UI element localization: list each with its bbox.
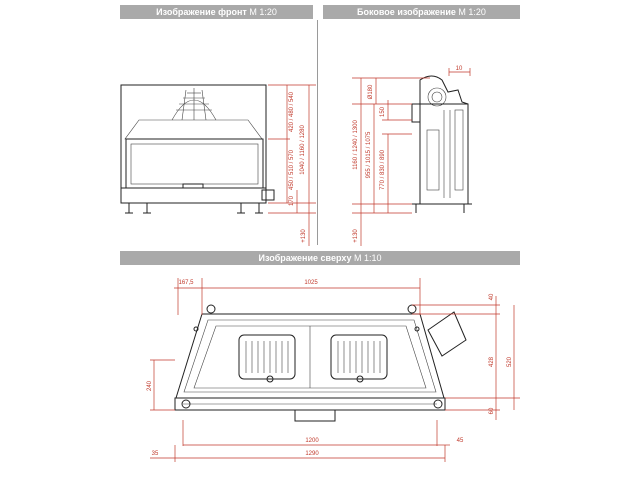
side-dim-flange: 150 bbox=[380, 106, 386, 117]
top-dim-total-depth: 520 bbox=[507, 356, 513, 367]
top-bolt bbox=[206, 304, 216, 314]
top-dim-left-edge: 35 bbox=[152, 451, 159, 457]
side-dim-height-lower: 770 / 830 / 890 bbox=[380, 149, 386, 190]
top-view-scale: М 1:10 bbox=[353, 253, 382, 263]
top-view-drawing: 167,5 1025 40 428 520 240 60 1200 45 35 … bbox=[147, 278, 520, 462]
side-flange bbox=[411, 103, 421, 123]
front-glass-door bbox=[125, 138, 264, 189]
top-handle bbox=[294, 409, 336, 422]
side-dim-extension: +130 bbox=[353, 229, 359, 243]
top-dim-front-depth: 60 bbox=[489, 407, 495, 414]
front-dim-extension: +130 bbox=[301, 229, 307, 243]
top-bolt bbox=[433, 399, 443, 409]
front-base bbox=[120, 187, 267, 204]
side-dome bbox=[427, 87, 447, 107]
top-dim-left-offset: 167,5 bbox=[178, 280, 194, 286]
side-view-title: Боковое изображение bbox=[357, 7, 456, 17]
front-dim-height-hood: 420 / 480 / 540 bbox=[289, 91, 295, 132]
side-flue-top bbox=[419, 75, 469, 204]
top-view-title: Изображение сверху bbox=[258, 253, 352, 263]
top-dim-back-width: 1025 bbox=[304, 280, 318, 286]
top-firebox bbox=[193, 325, 427, 389]
side-dim-flue-diameter: Ø180 bbox=[368, 84, 374, 99]
front-handle bbox=[182, 183, 204, 189]
front-hood bbox=[124, 119, 263, 140]
side-view-drawing: 10 Ø180 150 1160 / 1240 / 1300 955 / 101… bbox=[352, 66, 472, 246]
top-dim-total-width: 1290 bbox=[305, 451, 319, 457]
front-view-title: Изображение фронт bbox=[156, 7, 247, 17]
top-side-connector bbox=[427, 311, 467, 357]
top-dim-inner-depth: 428 bbox=[489, 356, 495, 367]
front-view-scale: М 1:20 bbox=[249, 7, 277, 17]
front-connector bbox=[261, 189, 275, 201]
front-dim-height-total: 1040 / 1160 / 1280 bbox=[300, 125, 306, 175]
top-grate-left bbox=[238, 334, 296, 380]
top-dim-back-depth: 40 bbox=[489, 293, 495, 300]
top-view-header: Изображение сверху М 1:10 bbox=[120, 251, 520, 265]
top-grate-right bbox=[330, 334, 388, 380]
front-view-header: Изображение фронт М 1:20 bbox=[120, 5, 313, 19]
top-bolt bbox=[193, 326, 199, 332]
side-dim-height-total: 1160 / 1240 / 1300 bbox=[353, 120, 359, 170]
front-dim-height-door: 450 / 510 / 570 bbox=[289, 149, 295, 190]
front-dim-base: 170 bbox=[289, 195, 295, 206]
side-dim-offset: 10 bbox=[456, 66, 463, 72]
top-dim-inner-width: 1200 bbox=[305, 438, 319, 444]
top-bolt bbox=[181, 399, 191, 409]
view-divider bbox=[317, 20, 318, 245]
side-dim-height-mid: 955 / 1015 / 1075 bbox=[366, 131, 372, 178]
top-dim-left-depth: 240 bbox=[147, 380, 153, 391]
top-bolt bbox=[407, 304, 417, 314]
top-bolt bbox=[414, 326, 420, 332]
front-view-drawing: 420 / 480 / 540 1040 / 1160 / 1280 450 /… bbox=[120, 84, 316, 246]
side-view-scale: М 1:20 bbox=[458, 7, 486, 17]
side-view-header: Боковое изображение М 1:20 bbox=[323, 5, 520, 19]
side-door bbox=[426, 129, 440, 191]
top-dim-right-offset: 45 bbox=[457, 438, 464, 444]
